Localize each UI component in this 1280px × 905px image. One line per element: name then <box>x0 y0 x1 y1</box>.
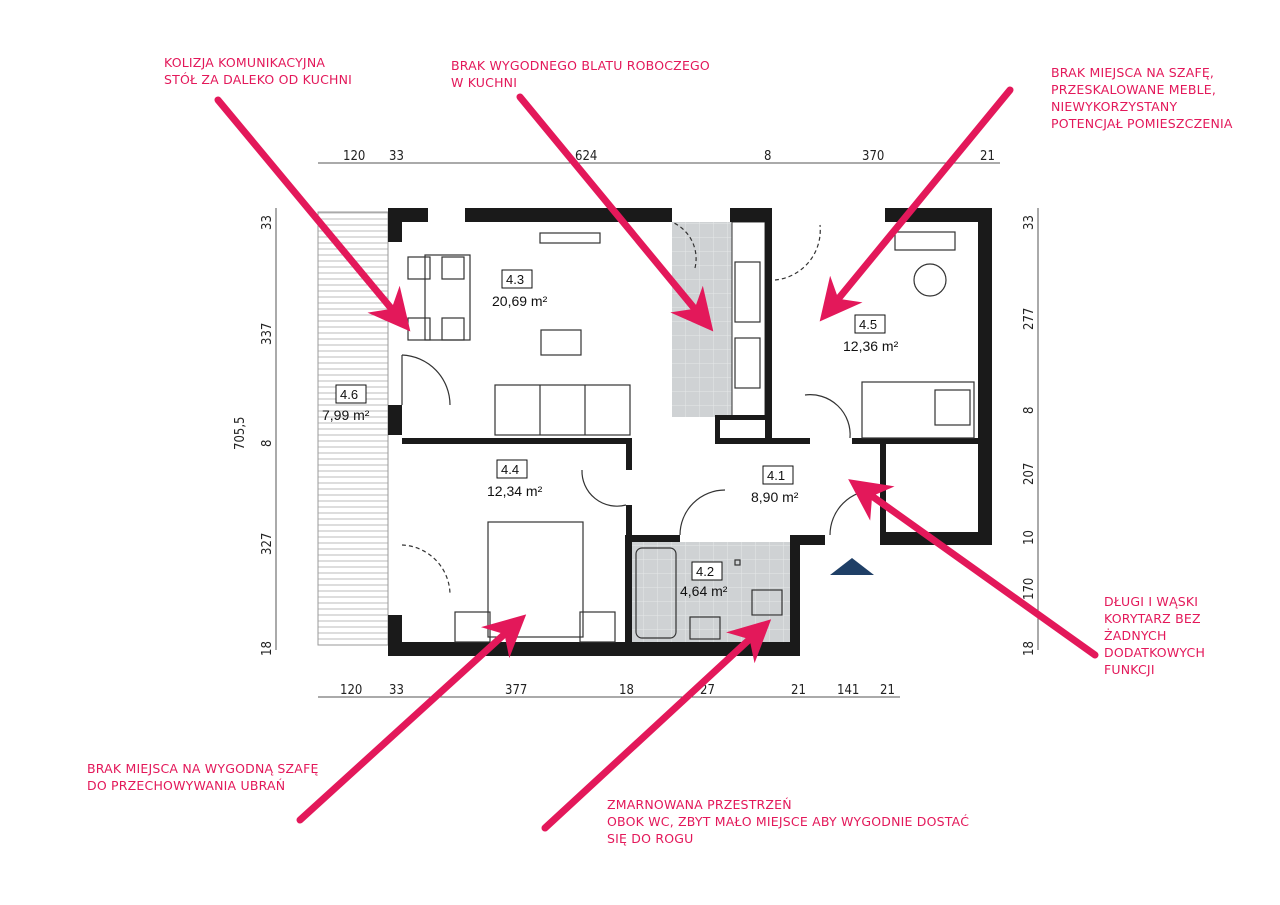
svg-text:20,69 m²: 20,69 m² <box>492 293 548 309</box>
svg-text:12,34 m²: 12,34 m² <box>487 483 543 499</box>
svg-text:8: 8 <box>1022 407 1037 414</box>
svg-text:8: 8 <box>260 440 275 447</box>
svg-text:141: 141 <box>837 683 859 698</box>
room-4-4: 4.4 12,34 m² <box>487 459 543 499</box>
svg-text:327: 327 <box>260 533 275 555</box>
svg-text:4.3: 4.3 <box>506 272 524 287</box>
dimension-lines <box>275 162 1039 698</box>
dimension-right: 33 277 8 207 10 170 18 <box>1022 215 1037 656</box>
svg-text:4.2: 4.2 <box>696 564 714 579</box>
svg-text:7,99 m²: 7,99 m² <box>322 407 370 423</box>
annotation-bedroom-4-5: BRAK MIEJSCA NA SZAFĘ, PRZESKALOWANE MEB… <box>1051 65 1233 131</box>
svg-text:12,36 m²: 12,36 m² <box>843 338 899 354</box>
svg-text:170: 170 <box>1022 578 1037 600</box>
dimension-top: 120 33 624 8 370 21 <box>343 149 995 164</box>
annotation-wc-space: ZMARNOWANA PRZESTRZEŃ OBOK WC, ZBYT MAŁO… <box>607 797 970 846</box>
annotation-kitchen-counter: BRAK WYGODNEGO BLATU ROBOCZEGO W KUCHNI <box>451 58 710 90</box>
room-4-5: 4.5 12,36 m² <box>843 314 899 354</box>
svg-text:4.6: 4.6 <box>340 387 358 402</box>
svg-text:21: 21 <box>980 149 995 164</box>
svg-text:33: 33 <box>1022 215 1037 230</box>
arrow-table-collision <box>214 96 411 332</box>
svg-text:33: 33 <box>389 683 404 698</box>
arrow-bedroom-4-5 <box>819 86 1014 322</box>
svg-text:4.1: 4.1 <box>767 468 785 483</box>
svg-text:377: 377 <box>505 683 527 698</box>
svg-text:18: 18 <box>260 641 275 656</box>
dimension-bottom: 120 33 377 18 27 21 141 21 <box>340 683 895 698</box>
svg-text:120: 120 <box>343 149 365 164</box>
svg-text:33: 33 <box>260 215 275 230</box>
arrow-corridor <box>848 479 1099 659</box>
furniture <box>401 221 975 643</box>
svg-text:4.5: 4.5 <box>859 317 877 332</box>
svg-text:18: 18 <box>619 683 634 698</box>
svg-text:21: 21 <box>791 683 806 698</box>
annotation-wardrobe: BRAK MIEJSCA NA WYGODNĄ SZAFĘ DO PRZECHO… <box>87 761 319 793</box>
svg-text:33: 33 <box>389 149 404 164</box>
svg-text:624: 624 <box>575 149 597 164</box>
arrow-wc-space <box>541 619 772 832</box>
svg-text:21: 21 <box>880 683 895 698</box>
balcony-4-6 <box>317 211 389 646</box>
svg-text:705,5: 705,5 <box>233 417 248 450</box>
room-4-1: 4.1 8,90 m² <box>751 465 799 505</box>
entrance-arrow-icon <box>830 558 874 575</box>
room-4-6: 4.6 7,99 m² <box>322 384 370 423</box>
svg-text:277: 277 <box>1022 308 1037 330</box>
svg-text:18: 18 <box>1022 641 1037 656</box>
room-4-3: 4.3 20,69 m² <box>492 269 548 309</box>
svg-text:10: 10 <box>1022 530 1037 545</box>
svg-text:8,90 m²: 8,90 m² <box>751 489 799 505</box>
svg-text:8: 8 <box>764 149 771 164</box>
annotation-corridor: DŁUGI I WĄSKI KORYTARZ BEZ ŻADNYCH DODAT… <box>1104 594 1206 677</box>
annotation-table-collision: KOLIZJA KOMUNIKACYJNA STÓŁ ZA DALEKO OD … <box>164 55 353 87</box>
svg-text:207: 207 <box>1022 463 1037 485</box>
annotation-arrows <box>214 86 1099 832</box>
arrow-wardrobe <box>296 614 527 824</box>
dimension-left: 33 337 705,5 8 327 18 <box>233 215 275 656</box>
room-4-2: 4.2 4,64 m² <box>680 561 728 599</box>
svg-text:337: 337 <box>260 323 275 345</box>
svg-text:120: 120 <box>340 683 362 698</box>
svg-text:4.4: 4.4 <box>501 462 519 477</box>
arrow-kitchen-counter <box>516 93 714 332</box>
svg-text:27: 27 <box>700 683 715 698</box>
svg-text:370: 370 <box>862 149 884 164</box>
svg-text:4,64 m²: 4,64 m² <box>680 583 728 599</box>
